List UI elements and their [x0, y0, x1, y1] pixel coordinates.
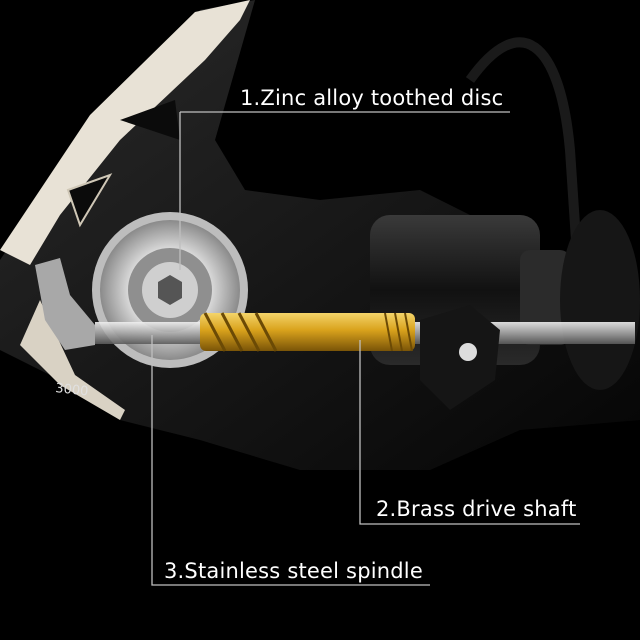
callout-steel-spindle: 3.Stainless steel spindle — [164, 559, 423, 583]
callout-brass-shaft: 2.Brass drive shaft — [376, 497, 577, 521]
handle-knob — [35, 258, 95, 350]
rotor-arm — [420, 305, 500, 410]
leader-line-2 — [359, 340, 580, 525]
model-marking: 3000 — [55, 381, 89, 399]
callout-zinc-disc: 1.Zinc alloy toothed disc — [240, 86, 504, 110]
brass-drive-shaft — [200, 312, 415, 352]
leader-lines — [151, 111, 580, 586]
bail-wire — [465, 37, 585, 301]
reel-body — [0, 0, 640, 470]
spool — [370, 210, 640, 390]
leader-line-3 — [151, 335, 430, 586]
